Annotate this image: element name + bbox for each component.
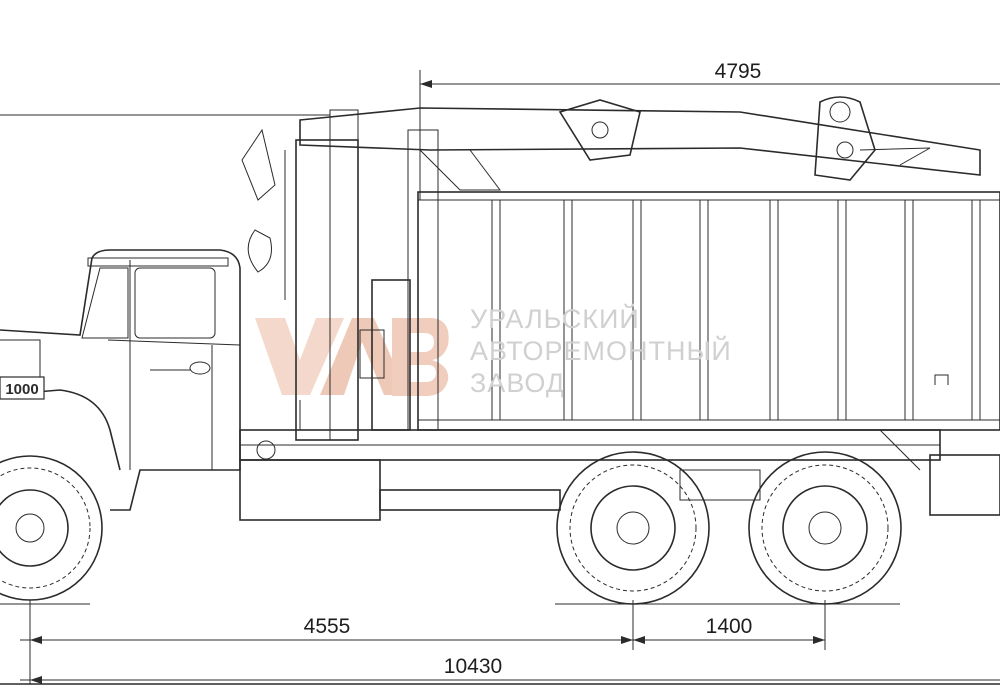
crane-loader xyxy=(241,96,981,460)
watermark-line-1: УРАЛЬСКИЙ xyxy=(470,303,640,334)
dimension-total-length: 10430 xyxy=(444,655,502,678)
rear-wheel-2 xyxy=(748,451,902,605)
rear-wheel-1 xyxy=(556,451,710,605)
chassis-frame xyxy=(0,429,1000,685)
cargo-body xyxy=(417,191,1000,471)
grille-badge: 1000 xyxy=(0,376,45,400)
dimension-wheelbase-rear: 1400 xyxy=(706,615,753,638)
dimension-wheelbase-front: 4555 xyxy=(304,615,351,638)
grille-badge-text: 1000 xyxy=(5,381,38,398)
uarz-watermark-text: УРАЛЬСКИЙ АВТОРЕМОНТНЫЙ ЗАВОД xyxy=(470,303,732,398)
watermark-line-2: АВТОРЕМОНТНЫЙ xyxy=(470,335,732,366)
front-wheel xyxy=(0,455,103,601)
uarz-watermark-logo xyxy=(255,318,449,396)
watermark-line-3: ЗАВОД xyxy=(470,368,565,398)
dimension-top-length: 4795 xyxy=(715,60,762,83)
dimension-lines xyxy=(0,70,1000,684)
